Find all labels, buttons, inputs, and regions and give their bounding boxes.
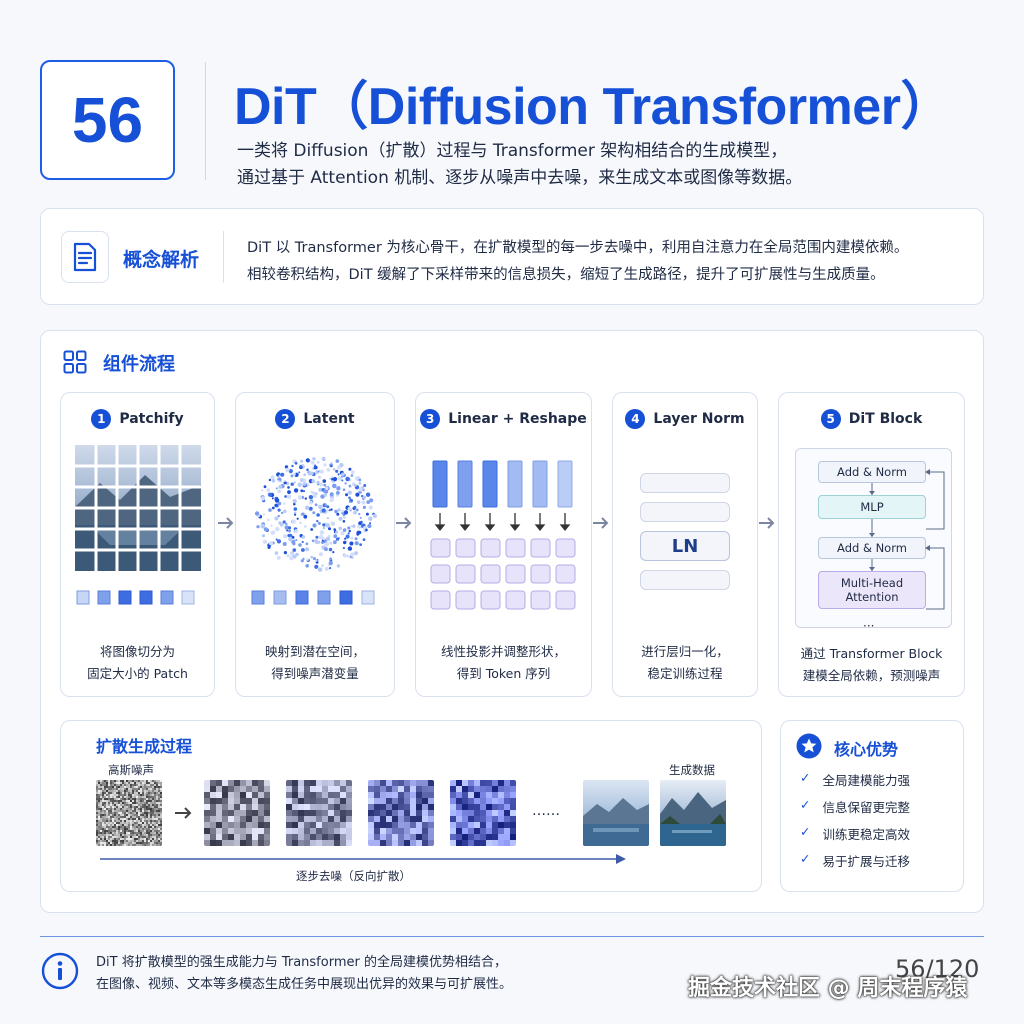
ellipsis: ··· — [863, 619, 875, 633]
diffusion-title: 扩散生成过程 — [96, 737, 193, 756]
denoise-step-image — [450, 780, 516, 846]
latent-noise-cloud — [254, 456, 377, 572]
concept-card: 概念解析 DiT 以 Transformer 为核心骨干，在扩散模型的每一步去噪… — [40, 208, 984, 305]
concept-line-2: 相较卷积结构，DiT 缓解了下采样带来的信息损失，缩短了生成路径，提升了可扩展性… — [247, 267, 885, 283]
number-badge: 56 — [40, 60, 175, 180]
page-index: 56 — [71, 84, 144, 156]
denoise-step-image — [204, 780, 270, 846]
advantage-text: 易于扩展与迁移 — [822, 854, 910, 869]
step-title: Patchify — [119, 411, 184, 427]
output-label: 生成数据 — [669, 763, 715, 777]
norm-bar — [640, 570, 730, 590]
info-icon — [41, 952, 79, 990]
check-icon: ✓ — [800, 851, 811, 866]
advantage-item: ✓ 易于扩展与迁移 — [800, 851, 910, 870]
footer-line-2: 在图像、视频、文本等多模态生成任务中展现出优异的效果与可扩展性。 — [96, 977, 513, 992]
reverse-diffusion-arrow — [100, 854, 626, 864]
header-divider — [205, 62, 206, 180]
document-icon — [61, 231, 109, 283]
step-number: 4 — [625, 409, 646, 429]
step-desc-line-2: 固定大小的 Patch — [87, 666, 188, 681]
step-desc-line-1: 将图像切分为 — [99, 644, 175, 659]
ln-box: LN — [640, 531, 730, 561]
step-desc-line-2: 稳定训练过程 — [647, 666, 723, 681]
arrow-right-icon — [175, 807, 192, 819]
advantages-title: 核心优势 — [834, 740, 899, 759]
concept-label: 概念解析 — [123, 249, 200, 271]
step-number: 5 — [820, 409, 841, 429]
step-desc-line-1: 通过 Transformer Block — [800, 646, 943, 661]
grid-icon — [63, 350, 87, 374]
denoise-step-image — [286, 780, 352, 846]
latent-token-row — [251, 590, 375, 605]
concept-line-1: DiT 以 Transformer 为核心骨干，在扩散模型的每一步去噪中，利用自… — [247, 240, 909, 256]
arrow-right-icon — [218, 517, 234, 529]
norm-bar — [640, 473, 730, 493]
arrow-right-icon — [396, 517, 412, 529]
arrow-right-icon — [593, 517, 609, 529]
step-number: 2 — [275, 409, 296, 429]
step-desc-line-1: 线性投影并调整形状， — [440, 644, 566, 659]
denoise-step-image — [368, 780, 434, 846]
page-number: 56/120 — [895, 955, 980, 983]
step-number: 3 — [420, 409, 441, 429]
projection-diagram — [430, 460, 576, 610]
transformer-block: Add & Norm MLP Add & Norm Multi-Head Att… — [795, 448, 952, 628]
norm-bar — [640, 502, 730, 522]
step-latent: 2 Latent 映射到潜在空间， 得到噪声潜变量 — [235, 392, 395, 697]
ellipsis-dots: …… — [532, 803, 560, 819]
advantage-text: 全局建模能力强 — [822, 773, 910, 788]
step-desc-line-2: 建模全局依赖，预测噪声 — [802, 668, 941, 683]
footer-divider — [40, 936, 984, 937]
arrow-right-icon — [759, 517, 775, 529]
components-title: 组件流程 — [103, 354, 175, 375]
step-dit-block: 5 DiT Block Add & Norm MLP Add & Norm Mul… — [778, 392, 965, 697]
step-desc-line-1: 进行层归一化， — [641, 644, 729, 659]
advantage-item: ✓ 信息保留更完整 — [800, 797, 910, 816]
step-title: Layer Norm — [653, 411, 745, 427]
step-linear-reshape: 3 Linear + Reshape 线性投影并调整形状， 得到 Token 序列 — [415, 392, 592, 697]
step-desc-line-1: 映射到潜在空间， — [264, 644, 365, 659]
concept-divider — [223, 231, 224, 283]
check-icon: ✓ — [800, 770, 811, 785]
reverse-diffusion-caption: 逐步去噪（反向扩散） — [296, 869, 411, 883]
footer-line-1: DiT 将扩散模型的强生成能力与 Transformer 的全局建模优势相结合， — [96, 955, 507, 970]
step-desc-line-2: 得到 Token 序列 — [456, 666, 551, 681]
check-icon: ✓ — [800, 797, 811, 812]
mlp-box: MLP — [818, 495, 926, 519]
step-title: DiT Block — [848, 411, 923, 427]
page-title: DiT（Diffusion Transformer） — [234, 78, 952, 136]
step-title: Latent — [303, 411, 355, 427]
subtitle-line-1: 一类将 Diffusion（扩散）过程与 Transformer 架构相结合的生… — [237, 141, 788, 161]
gaussian-noise-image — [96, 780, 162, 846]
star-icon — [796, 733, 822, 759]
step-title: Linear + Reshape — [448, 411, 587, 427]
step-number: 1 — [91, 409, 112, 429]
advantage-item: ✓ 训练更稳定高效 — [800, 824, 910, 843]
check-icon: ✓ — [800, 824, 811, 839]
advantage-text: 信息保留更完整 — [822, 800, 910, 815]
landscape-image — [583, 780, 649, 846]
step-desc-line-2: 得到噪声潜变量 — [271, 666, 359, 681]
subtitle-line-2: 通过基于 Attention 机制、逐步从噪声中去噪，来生成文本或图像等数据。 — [237, 168, 803, 188]
generated-landscape-image — [660, 780, 726, 846]
landscape-grid-image — [75, 445, 201, 571]
patch-token-row — [76, 590, 195, 605]
noise-label: 高斯噪声 — [108, 763, 154, 777]
residual-connections — [869, 469, 945, 610]
advantage-text: 训练更稳定高效 — [822, 827, 910, 842]
watermark: 掘金技术社区 @ 周末程序猿 — [688, 976, 968, 1001]
attention-box: Multi-Head Attention — [818, 571, 926, 609]
step-layer-norm: 4 Layer Norm LN 进行层归一化， 稳定训练过程 — [612, 392, 758, 697]
add-norm-box: Add & Norm — [818, 461, 926, 483]
step-patchify: 1 Patchify 将图像切分为 固定大小的 Patch — [60, 392, 215, 697]
advantage-item: ✓ 全局建模能力强 — [800, 770, 910, 789]
add-norm-box: Add & Norm — [818, 537, 926, 559]
